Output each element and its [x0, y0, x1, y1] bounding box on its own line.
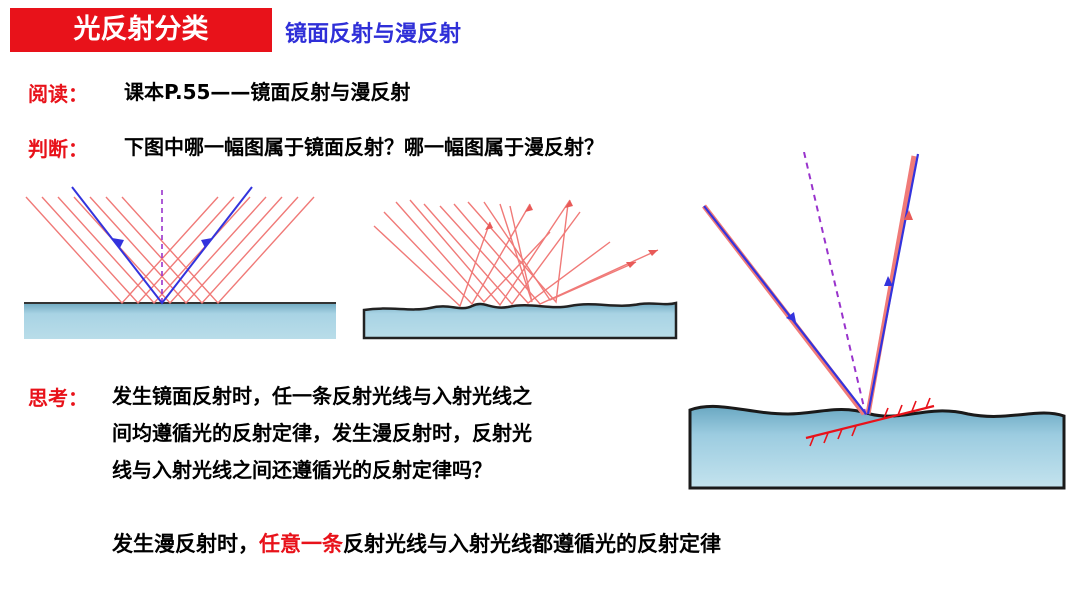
- reflected-ray: [866, 153, 920, 415]
- scattered-rays: [373, 199, 659, 308]
- normal-line-detail: [803, 152, 867, 417]
- judge-label: 判断：: [28, 137, 88, 161]
- answer: 发生漫反射时，任意一条反射光线与入射光线都遵循光的反射定律: [112, 528, 721, 558]
- rough-surface-detail: [688, 404, 1066, 490]
- think-line-3: 线与入射光线之间还遵循光的反射定律吗？: [112, 458, 492, 482]
- think-question: 发生镜面反射时，任一条反射光线与入射光线之 间均遵循光的反射定律，发生漫反射时，…: [112, 378, 682, 489]
- parallel-rays: [25, 196, 315, 305]
- answer-part-2: 反射光线与入射光线都遵循光的反射定律: [343, 532, 721, 556]
- incident-ray: [703, 205, 867, 415]
- highlighted-ray: [71, 186, 253, 305]
- specular-reflection-figure: [24, 186, 336, 339]
- think-line-2: 间均遵循光的反射定律，发生漫反射时，反射光: [112, 421, 532, 445]
- section-title: 光反射分类: [10, 8, 272, 52]
- section-subtitle: 镜面反射与漫反射: [285, 22, 462, 47]
- tangent-line: [805, 404, 935, 440]
- think-label: 思考：: [28, 386, 88, 410]
- judge-text: 下图中哪一幅图属于镜面反射？哪一幅图属于漫反射？: [124, 135, 604, 159]
- answer-highlight: 任意一条: [259, 532, 343, 556]
- diffuse-reflection-figure: [362, 199, 678, 340]
- think-line-1: 发生镜面反射时，任一条反射光线与入射光线之: [112, 384, 532, 408]
- diffuse-detail-figure: [688, 152, 1066, 490]
- rough-surface: [362, 301, 678, 340]
- answer-part-1: 发生漫反射时，: [112, 532, 259, 556]
- mirror-surface: [24, 303, 336, 339]
- reading-label: 阅读：: [28, 82, 88, 106]
- reading-text: 课本P.55——镜面反射与漫反射: [124, 80, 411, 104]
